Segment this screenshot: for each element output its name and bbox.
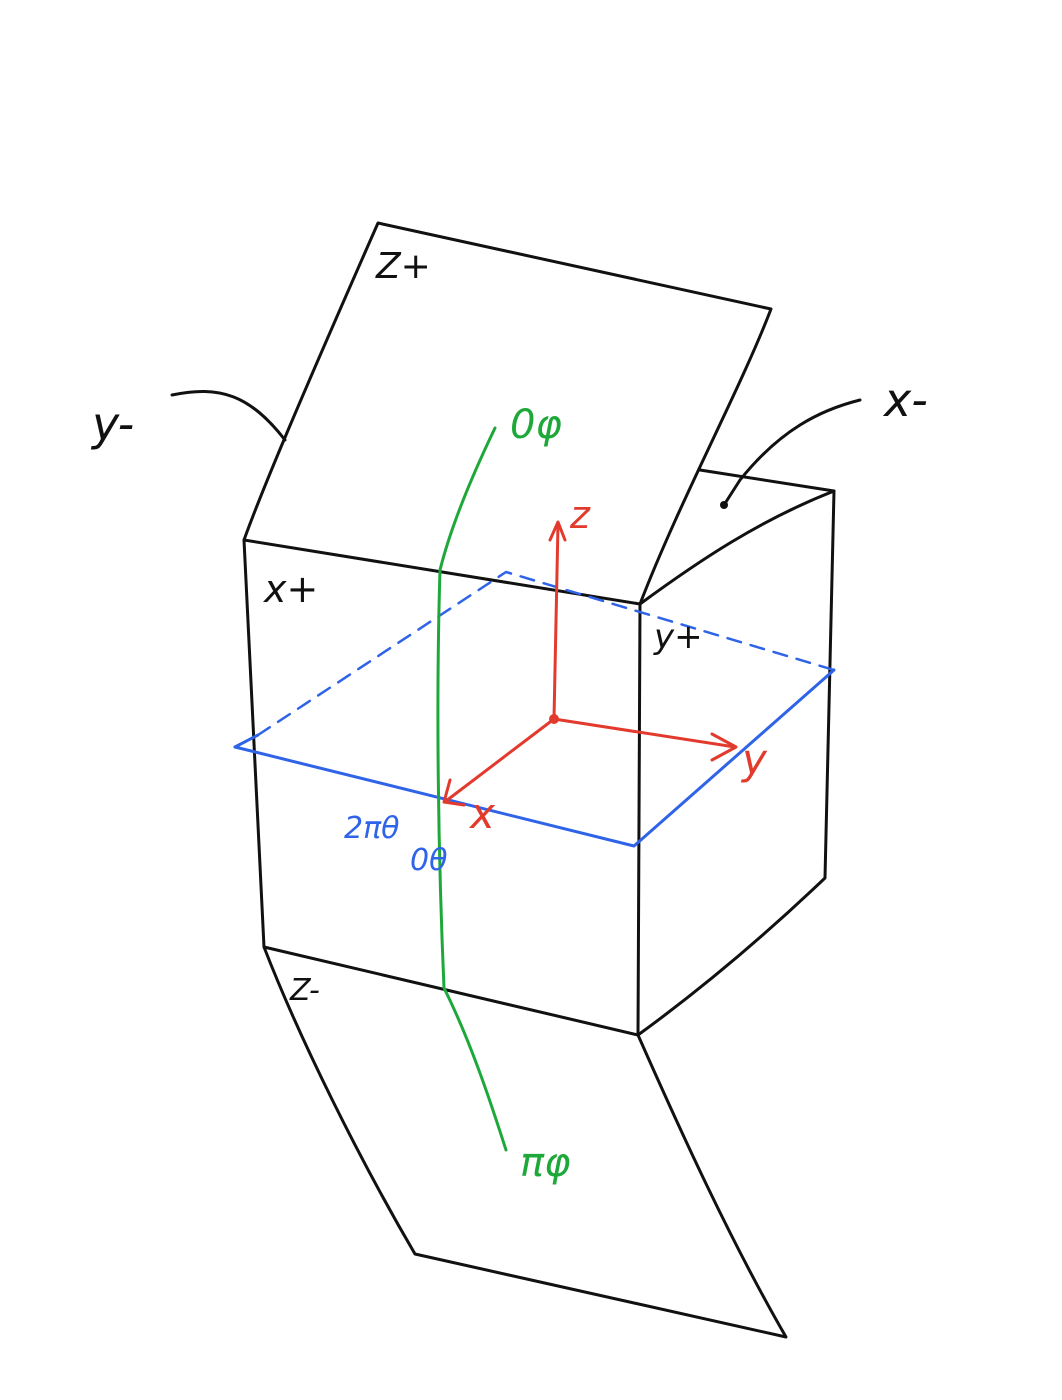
- label-z-plus: Z+: [375, 246, 431, 287]
- leader-x-minus: [722, 398, 862, 507]
- face-z-minus-outline: [262, 945, 788, 1339]
- label-axis-y: y: [740, 735, 768, 784]
- theta-plane-front-edge: [233, 668, 836, 848]
- label-axis-x: x: [468, 789, 496, 838]
- z-axis-line: [552, 522, 560, 721]
- x-axis-line: [444, 717, 556, 803]
- y-axis-line: [552, 717, 737, 749]
- theta-plane-back-edge: [256, 570, 836, 737]
- leader-y-minus: [170, 389, 287, 442]
- label-axis-z: z: [569, 493, 591, 537]
- label-y-plus: y+: [653, 617, 703, 657]
- x-axis-arrowhead: [442, 778, 466, 807]
- label-y-minus: y-: [90, 397, 134, 451]
- z-axis-arrowhead: [548, 520, 567, 542]
- x-minus-marker-dot: [720, 501, 728, 509]
- phi-meridian-line: [436, 426, 508, 1152]
- face-y-plus-outline: [636, 489, 836, 1037]
- label-theta-end: 2πθ: [344, 811, 400, 846]
- theta-plane-left-edge: [233, 733, 260, 749]
- label-phi-start: 0φ: [510, 402, 562, 448]
- label-z-minus: Z-: [289, 973, 320, 1008]
- y-axis-arrowhead: [710, 732, 738, 762]
- label-x-minus: x-: [882, 373, 928, 427]
- face-z-plus-outline: [242, 221, 773, 606]
- label-x-plus: x+: [263, 567, 318, 611]
- label-phi-end: πφ: [520, 1140, 570, 1186]
- origin-point: [549, 714, 559, 724]
- label-theta-start: 0θ: [410, 843, 447, 878]
- face-x-minus-outline: [698, 468, 836, 493]
